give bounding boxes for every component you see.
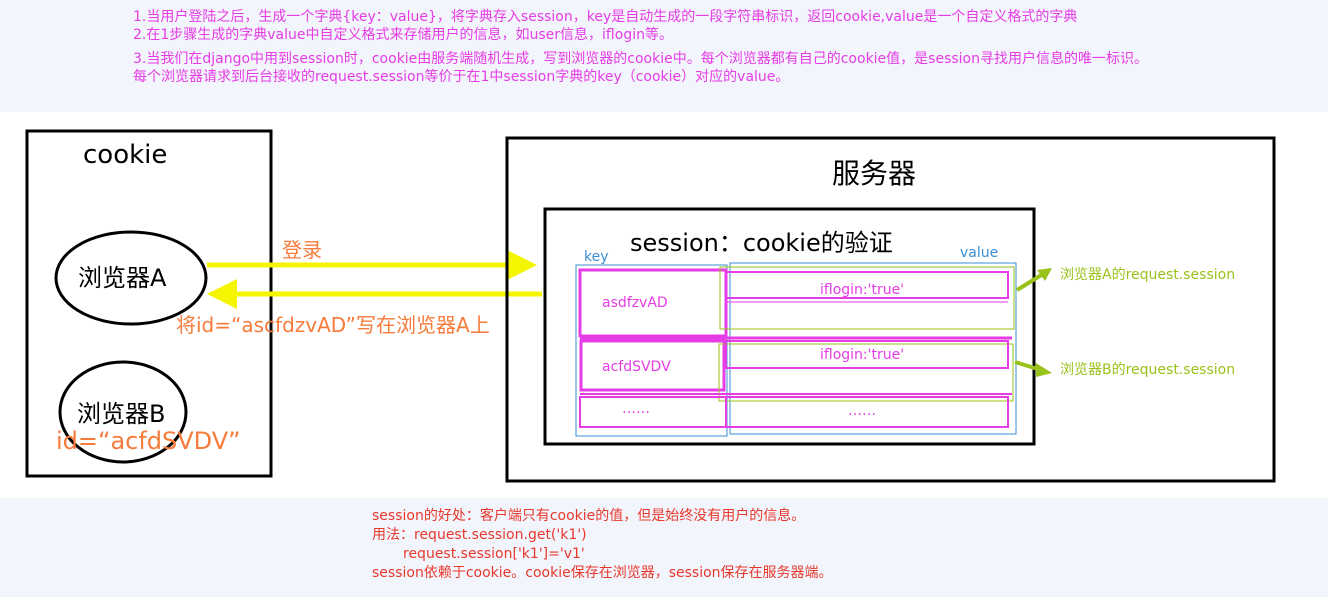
- key-1: asdfzvAD: [602, 295, 668, 311]
- annotation-b: 浏览器B的request.session: [1060, 362, 1235, 378]
- key-cell-3: [579, 396, 727, 428]
- session-title: session：cookie的验证: [630, 229, 893, 257]
- value-label: value: [960, 245, 998, 261]
- value-2: iflogin:'true': [820, 347, 904, 363]
- value-column: [729, 262, 1017, 435]
- key-column: [575, 264, 728, 437]
- note-line-1: 1.当用户登陆之后，生成一个字典{key：value}，将字典存入session…: [133, 9, 1078, 25]
- server-box: [505, 136, 1276, 483]
- key-label: key: [584, 249, 609, 265]
- session-cookie-diagram: cookie 浏览器A 浏览器B id=“acfdSVDV” 登录 将id=“a…: [25, 129, 1276, 483]
- login-label: 登录: [282, 238, 322, 262]
- cookie-title: cookie: [83, 140, 167, 170]
- value-cell-2: [725, 340, 1009, 369]
- annotation-a-arrowhead: [1037, 268, 1052, 281]
- session-box: [543, 207, 1036, 446]
- browser-a-ellipse: [54, 230, 208, 326]
- annotation-a-arrow: [1015, 272, 1045, 292]
- diagram-canvas: cookie 浏览器A 浏览器B id=“acfdSVDV” 登录 将id=“a…: [0, 112, 1328, 498]
- note-line-2: 2.在1步骤生成的字典value中自定义格式来存储用户的信息，如user信息，i…: [133, 27, 673, 43]
- browser-a-label: 浏览器A: [78, 264, 167, 292]
- row-2-outline: [718, 343, 1014, 402]
- note-line-3: 3.当我们在django中用到session时，cookie由服务端随机生成，写…: [133, 51, 1148, 67]
- top-notes: 1.当用户登陆之后，生成一个字典{key：value}，将字典存入session…: [133, 8, 1313, 86]
- bottom-note-1: session的好处：客户端只有cookie的值，但是始终没有用户的信息。: [372, 508, 806, 524]
- value-cell-1: [725, 271, 1009, 299]
- bottom-note-2: 用法：request.session.get('k1'): [372, 527, 587, 543]
- server-title: 服务器: [832, 157, 916, 190]
- key-3: ……: [622, 401, 650, 417]
- bottom-notes: session的好处：客户端只有cookie的值，但是始终没有用户的信息。 用法…: [372, 507, 833, 583]
- browser-b-ellipse: [58, 360, 188, 464]
- bottom-note-3: request.session['k1']='v1': [403, 546, 585, 562]
- annotation-a: 浏览器A的request.session: [1060, 267, 1235, 283]
- row-1-outline: [719, 266, 1015, 330]
- key-2: acfdSVDV: [602, 359, 671, 375]
- bottom-note-4: session依赖于cookie。cookie保存在浏览器，session保存在…: [372, 565, 833, 581]
- cookie-box: [25, 129, 273, 478]
- value-3: ……: [848, 403, 876, 419]
- browser-b-id: id=“acfdSVDV”: [56, 427, 241, 455]
- key-cell-1: [578, 268, 728, 338]
- value-cell-3: [725, 396, 1009, 428]
- value-1: iflogin:'true': [820, 282, 904, 298]
- annotation-b-arrowhead: [1036, 363, 1052, 377]
- note-line-4: 每个浏览器请求到后台接收的request.session等价于在1中sessio…: [133, 69, 790, 85]
- key-cell-2: [579, 339, 726, 392]
- browser-b-label: 浏览器B: [77, 400, 165, 428]
- write-back-label: 将id=“ascfdzvAD”写在浏览器A上: [176, 313, 490, 337]
